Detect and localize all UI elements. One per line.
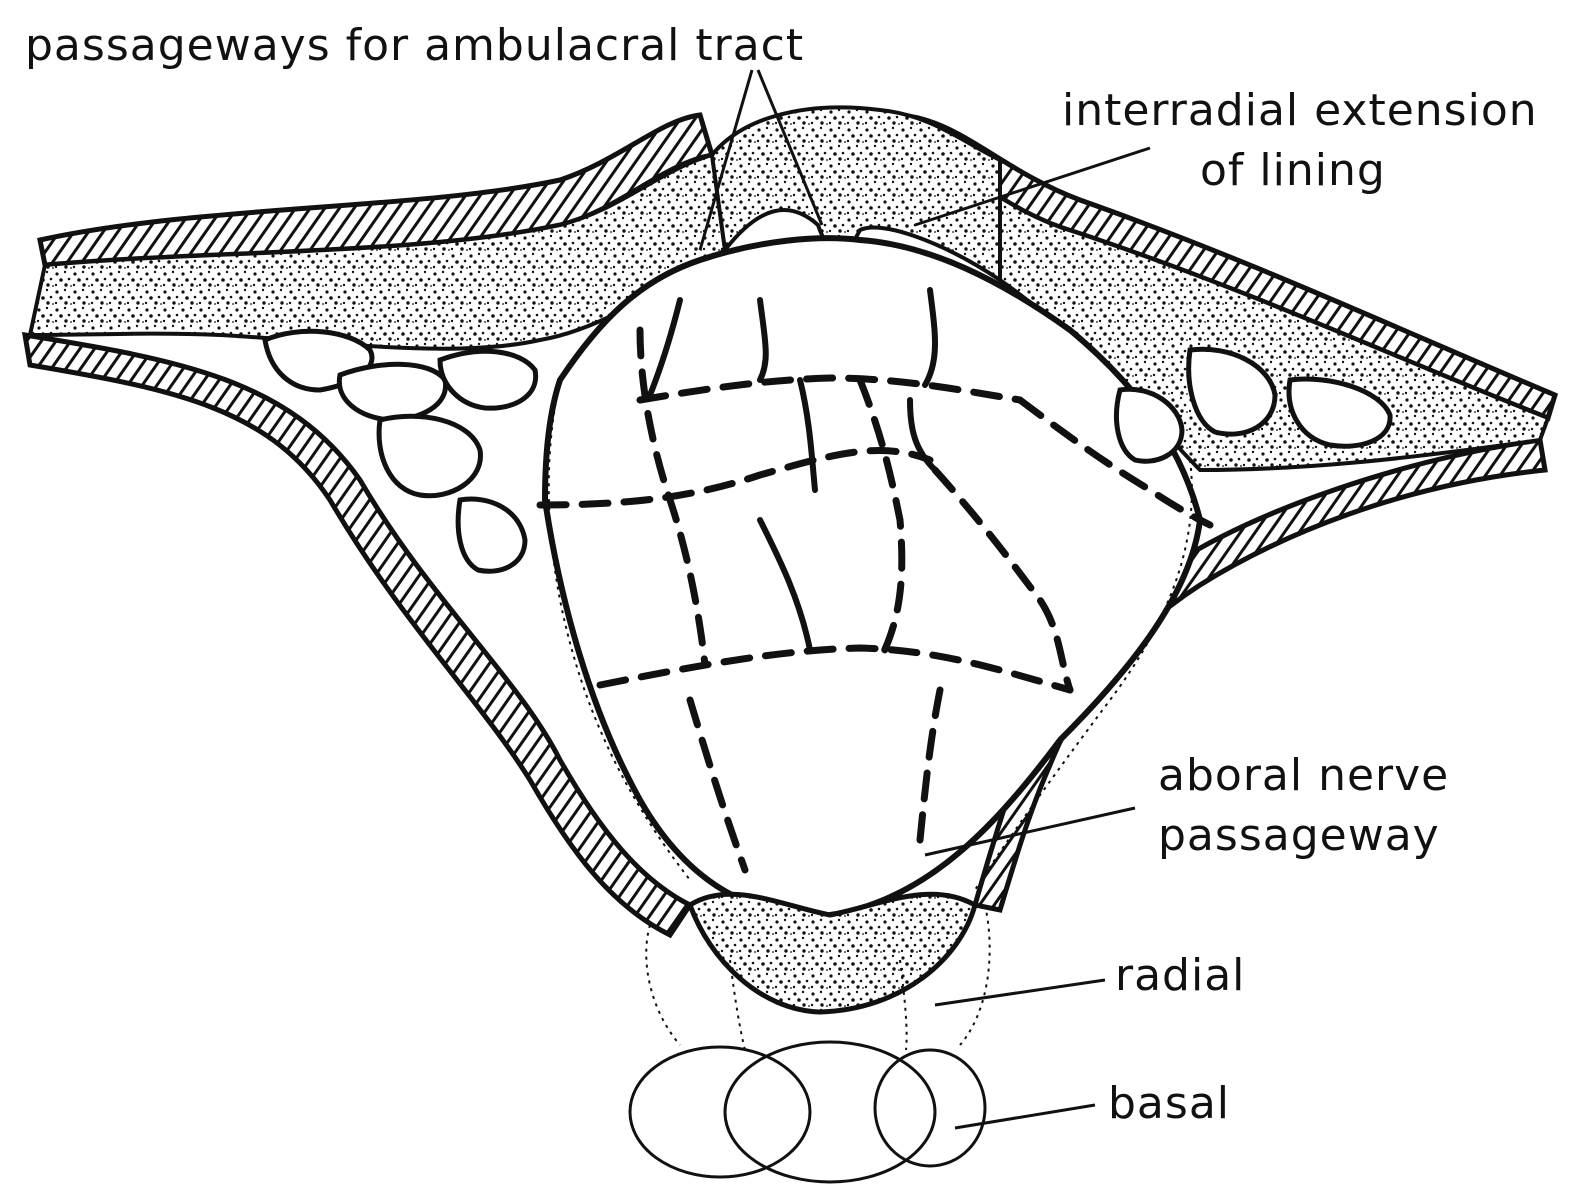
basal-plate-right [875, 1050, 985, 1166]
label-ambulacral-passageways: passageways for ambulacral tract [25, 20, 804, 71]
arm-cell-left-2 [339, 364, 445, 420]
label-basal: basal [1108, 1078, 1230, 1129]
label-interradial-line1: interradial extension [1062, 85, 1538, 136]
basal-plate-center [725, 1042, 935, 1182]
label-aboral-line1: aboral nerve [1158, 750, 1449, 801]
leader-radial [935, 980, 1105, 1005]
label-radial: radial [1115, 950, 1245, 1001]
label-aboral-line2: passageway [1158, 810, 1440, 861]
basal-plate-left [630, 1047, 810, 1177]
arm-cell-left-3 [379, 416, 480, 496]
label-interradial-line2: of lining [1200, 145, 1386, 196]
arm-cell-left-5 [458, 499, 525, 571]
leader-basal [955, 1105, 1095, 1128]
arm-cell-left-4 [440, 351, 536, 408]
